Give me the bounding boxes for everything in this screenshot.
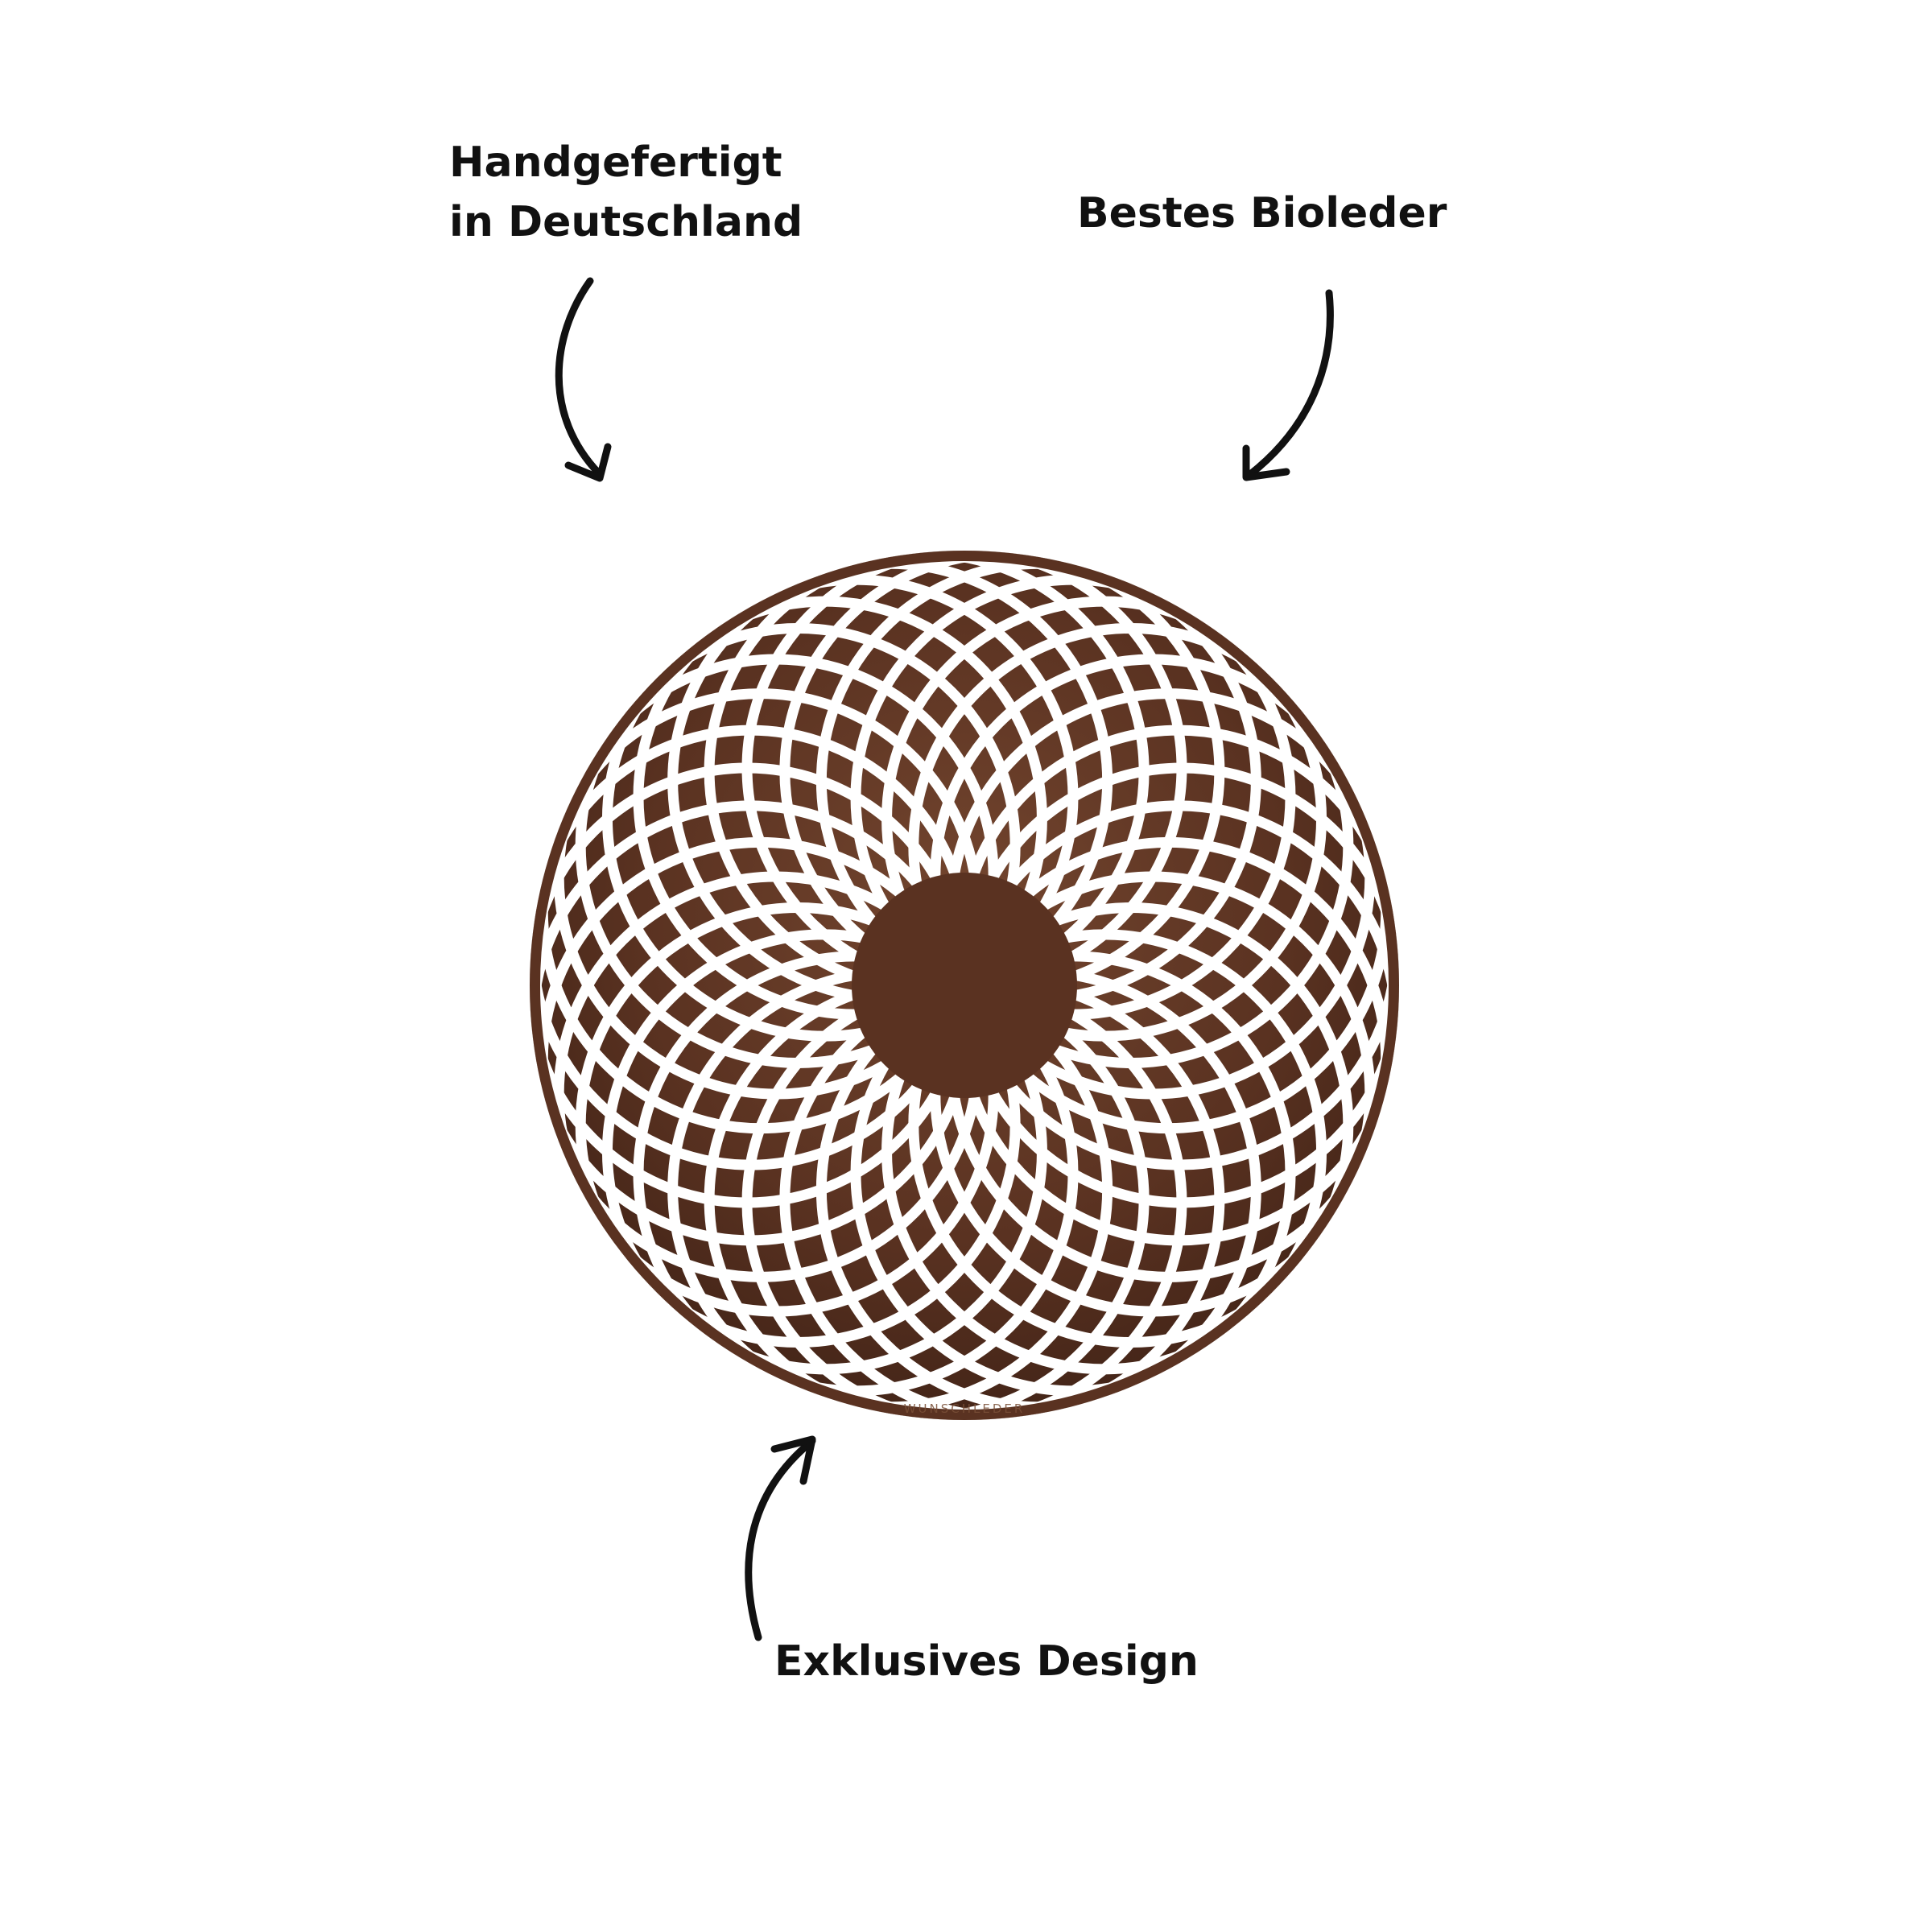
leather-placemat: WUNSCHLEDER bbox=[530, 551, 1399, 1420]
center-medallion bbox=[852, 873, 1077, 1098]
callout-design: Exklusives Design bbox=[774, 1637, 1199, 1686]
curved-arrow-icon-head bbox=[1242, 444, 1290, 481]
curved-arrow-icon bbox=[555, 277, 603, 477]
brand-mark: WUNSCHLEDER bbox=[904, 1402, 1026, 1416]
curved-arrow-icon bbox=[1245, 289, 1334, 479]
callout-leather: Bestes Bioleder bbox=[1077, 189, 1447, 237]
curved-arrow-icon bbox=[745, 1437, 816, 1641]
rosette-ring bbox=[881, 596, 1327, 1042]
callout-handmade-line2: in Deutschland bbox=[449, 198, 803, 246]
curved-arrow-icon-head bbox=[770, 1435, 816, 1485]
callout-handmade: Handgefertigt in Deutschland bbox=[449, 133, 803, 252]
placemat-rim bbox=[530, 551, 1399, 1420]
curved-arrow-icon-head bbox=[564, 443, 612, 482]
rosette-ring bbox=[908, 622, 1354, 1068]
callout-handmade-line1: Handgefertigt bbox=[449, 138, 782, 187]
